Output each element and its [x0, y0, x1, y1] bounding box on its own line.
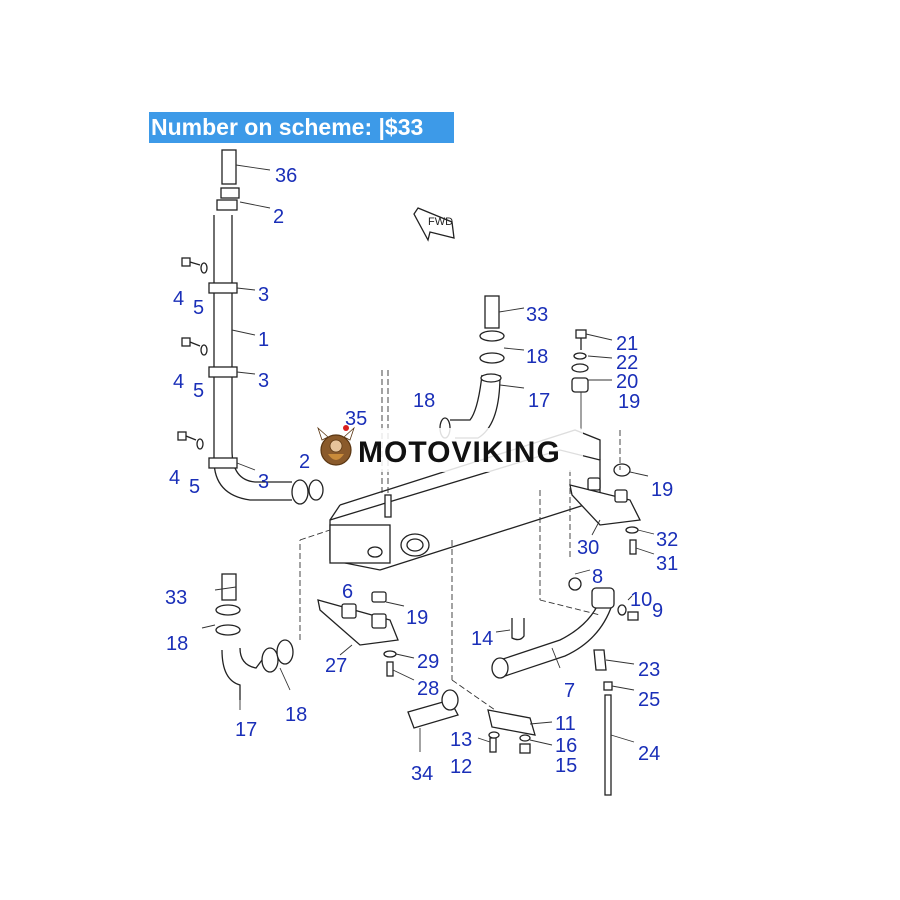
bolt-4-b	[181, 337, 208, 356]
callout: 21	[616, 333, 638, 355]
callout: 14	[471, 628, 493, 650]
callout: 11	[555, 713, 576, 735]
bracket-30	[569, 463, 641, 555]
callout: 4	[169, 467, 180, 489]
bracket-11	[487, 709, 536, 754]
watermark-text: MOTOVIKING	[358, 436, 561, 469]
callout: 7	[564, 680, 575, 702]
watermark: MOTOVIKING	[315, 425, 583, 472]
fwd-label: FWD	[428, 216, 453, 228]
callout: 18	[166, 633, 188, 655]
callout: 15	[555, 755, 577, 777]
callout: 3	[258, 284, 269, 306]
scheme-number-banner: Number on scheme: |$33	[149, 112, 454, 143]
callout: 23	[638, 659, 660, 681]
clamp-top	[220, 187, 240, 199]
callout: 28	[417, 678, 439, 700]
leader-lines	[201, 164, 655, 752]
callout: 33	[165, 587, 187, 609]
callout: 32	[656, 529, 678, 551]
callout: 2	[299, 451, 310, 473]
callout: 17	[235, 719, 257, 741]
bolt-4-a	[181, 257, 208, 274]
callout: 36	[275, 165, 297, 187]
hose-34	[407, 689, 459, 729]
right-mount-stack	[571, 329, 589, 430]
callout: 34	[411, 763, 433, 785]
callout: 9	[652, 600, 663, 622]
callout: 18	[285, 704, 307, 726]
callout: 10	[630, 589, 652, 611]
top-hose-assembly	[439, 295, 505, 439]
callout: 13	[450, 729, 472, 751]
hose-end-36	[221, 149, 237, 185]
callout: 30	[577, 537, 599, 559]
callout: 20	[616, 371, 638, 393]
callout: 19	[406, 607, 428, 629]
callout: 35	[345, 408, 367, 430]
callout: 25	[638, 689, 660, 711]
callout: 4	[173, 288, 184, 310]
callout: 31	[656, 553, 678, 575]
callout: 2	[273, 206, 284, 228]
viking-logo-icon	[317, 425, 355, 466]
callout: 4	[173, 371, 184, 393]
fwd-arrow-icon: FWD	[413, 207, 455, 242]
callout: 6	[342, 581, 353, 603]
construction-lines	[299, 430, 621, 711]
callout: 24	[638, 743, 660, 765]
callout: 1	[258, 329, 269, 351]
callout: 19	[651, 479, 673, 501]
callout: 33	[526, 304, 548, 326]
callout: 17	[528, 390, 550, 412]
clamp-top-2	[216, 199, 238, 211]
callout-numbers: 36 2 4 5 3 1 4 5 3 4 5 3 2 35 33 18 18 1…	[165, 165, 678, 785]
callout: 5	[193, 297, 204, 319]
callout: 19	[618, 391, 640, 413]
left-hose-assembly	[177, 149, 324, 505]
callout: 27	[325, 655, 347, 677]
callout: 16	[555, 735, 577, 757]
pipe-7-assembly	[491, 577, 639, 796]
bolt-4-c	[177, 431, 204, 450]
radiator-tank	[329, 370, 601, 571]
callout: 5	[189, 476, 200, 498]
callout: 22	[616, 352, 638, 374]
callout: 29	[417, 651, 439, 673]
callout: 18	[526, 346, 548, 368]
callout: 3	[258, 370, 269, 392]
callout: 12	[450, 756, 472, 778]
lower-left-hose	[215, 573, 294, 700]
callout: 18	[413, 390, 435, 412]
callout: 8	[592, 566, 603, 588]
callout: 5	[193, 380, 204, 402]
callout: 3	[258, 471, 269, 493]
